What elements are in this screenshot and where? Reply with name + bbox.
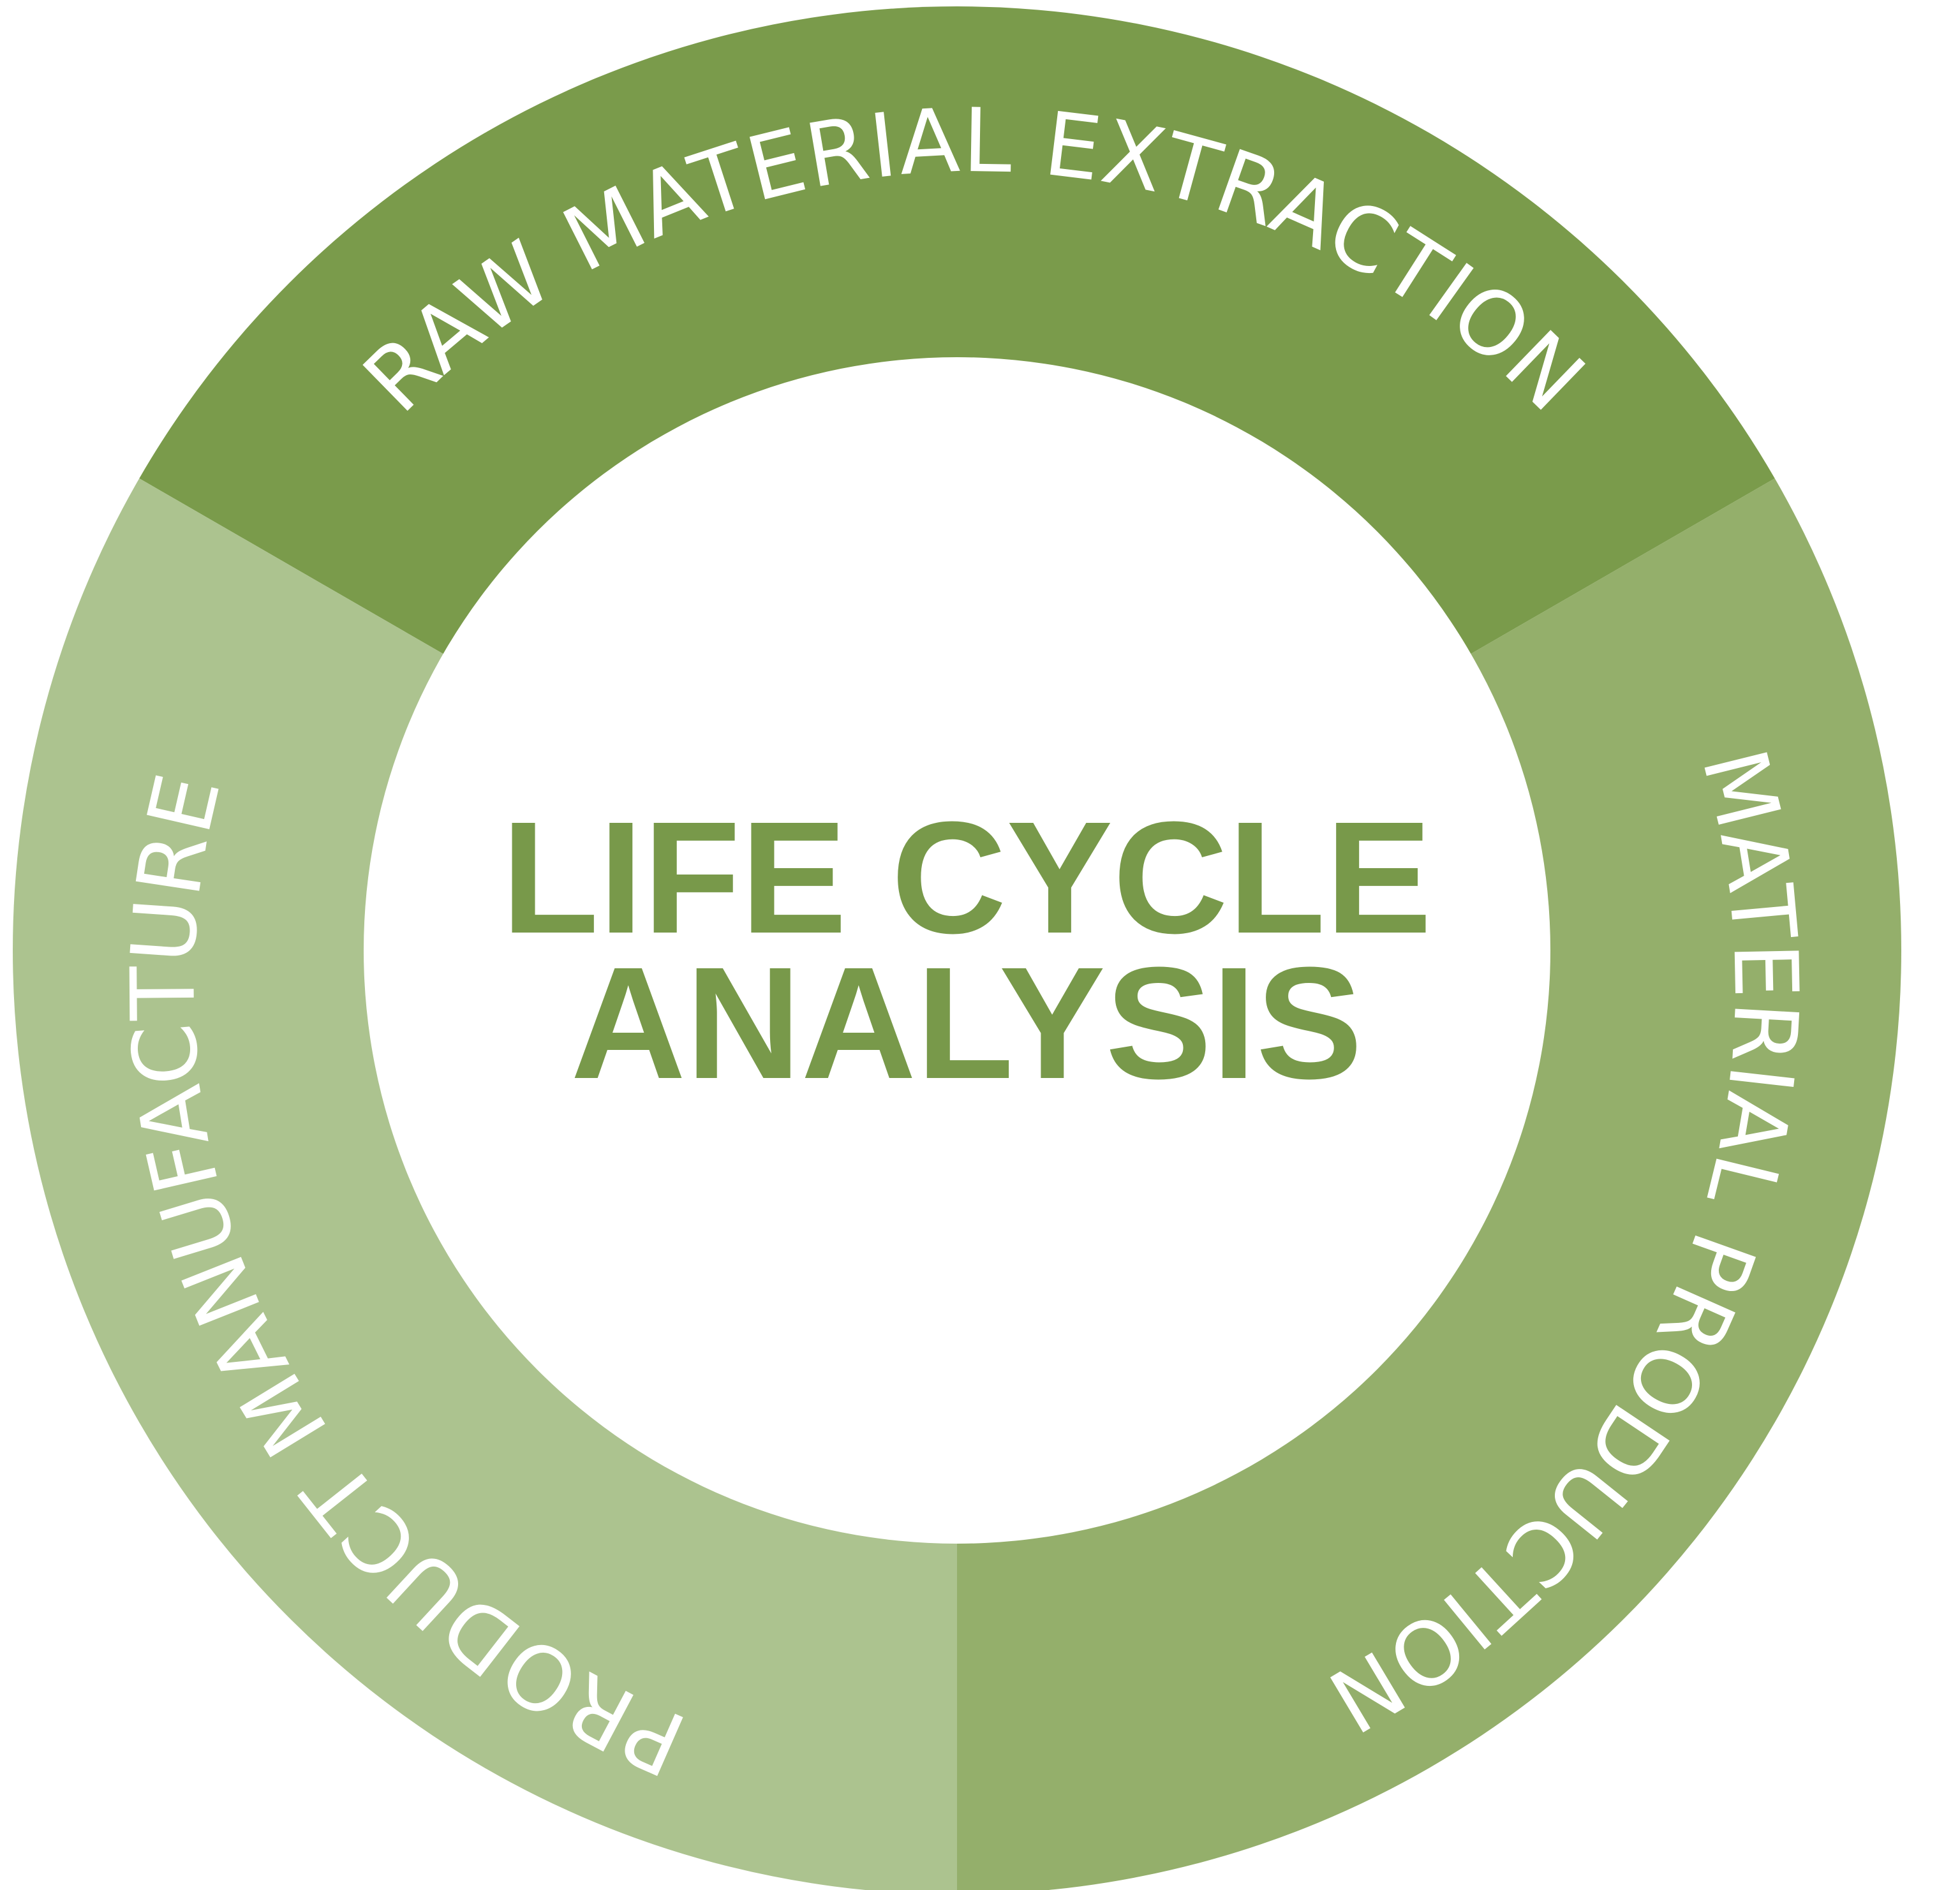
center-title-line-1: LIFE CYCLE (501, 788, 1432, 966)
inner-circle (364, 357, 1550, 1544)
center-title-line-2: ANALYSIS (570, 934, 1362, 1112)
